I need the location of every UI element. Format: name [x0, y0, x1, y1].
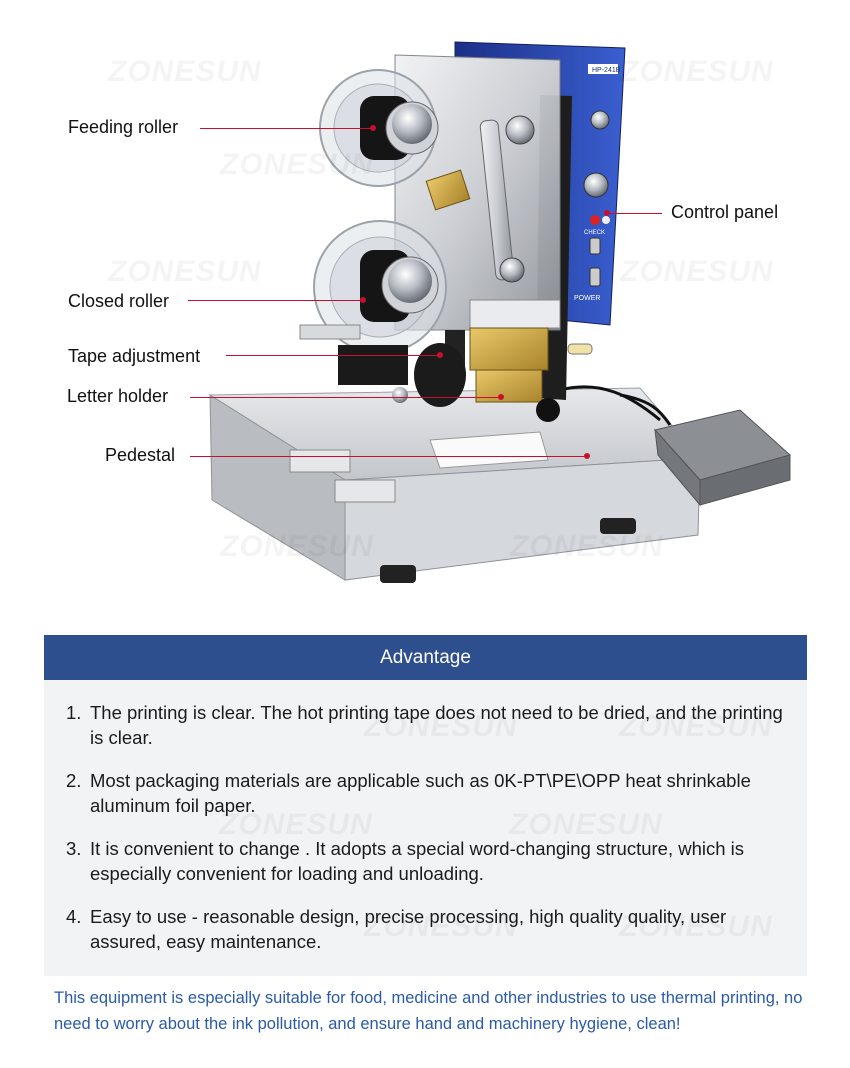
leader-dot — [604, 210, 610, 216]
dial-icon[interactable] — [583, 172, 609, 198]
leader-dot — [498, 394, 504, 400]
callout-pedestal: Pedestal — [105, 445, 176, 465]
hot-stamping-machine-illustration: HP-241B CHECK POWER — [208, 41, 792, 583]
leader-dot — [437, 352, 443, 358]
list-item: 3. It is convenient to change . It adopt… — [66, 836, 790, 886]
list-item-text: It is convenient to change . It adopts a… — [90, 838, 745, 884]
dial-icon[interactable] — [590, 110, 610, 130]
leader-line — [190, 397, 500, 398]
footer-note: This equipment is especially suitable fo… — [54, 989, 803, 1033]
list-item-text: The printing is clear. The hot printing … — [90, 702, 783, 748]
callout-tape-adjustment: Tape adjustment — [68, 346, 201, 366]
list-item: 2. Most packaging materials are applicab… — [66, 768, 790, 818]
list-item-number: 1. — [66, 702, 82, 723]
callout-control-panel: Control panel — [671, 202, 779, 222]
leader-dot — [360, 297, 366, 303]
advantage-body: ZONESUN ZONESUN ZONESUN ZONESUN ZONESUN … — [44, 680, 807, 976]
leader-dot — [370, 125, 376, 131]
callout-closed-roller: Closed roller — [68, 291, 170, 311]
list-item-text: Most packaging materials are applicable … — [90, 770, 751, 816]
product-image: HP-241B CHECK POWER — [67, 41, 792, 583]
callout-letter-holder: Letter holder — [67, 386, 169, 406]
leader-line — [608, 213, 662, 214]
advantage-list: 1. The printing is clear. The hot printi… — [44, 680, 807, 954]
list-item-number: 4. — [66, 906, 82, 927]
leader-line — [190, 456, 586, 457]
leader-line — [226, 355, 440, 356]
leader-line — [200, 128, 372, 129]
toggle-switch-icon[interactable] — [589, 237, 601, 255]
panel-model-text: HP-241B — [592, 67, 621, 74]
list-item-text: Easy to use - reasonable design, precise… — [90, 906, 727, 952]
callout-feeding-roller: Feeding roller — [68, 117, 179, 137]
panel-check-text: CHECK — [584, 230, 605, 236]
list-item: 1. The printing is clear. The hot printi… — [66, 700, 790, 750]
advantage-header: Advantage — [44, 635, 807, 680]
panel-power-text: POWER — [574, 295, 600, 302]
list-item-number: 3. — [66, 838, 82, 859]
list-item: 4. Easy to use - reasonable design, prec… — [66, 904, 790, 954]
list-item-number: 2. — [66, 770, 82, 791]
power-switch-icon[interactable] — [589, 267, 601, 287]
leader-dot — [584, 453, 590, 459]
leader-line — [188, 300, 362, 301]
advantage-title: Advantage — [380, 646, 471, 668]
